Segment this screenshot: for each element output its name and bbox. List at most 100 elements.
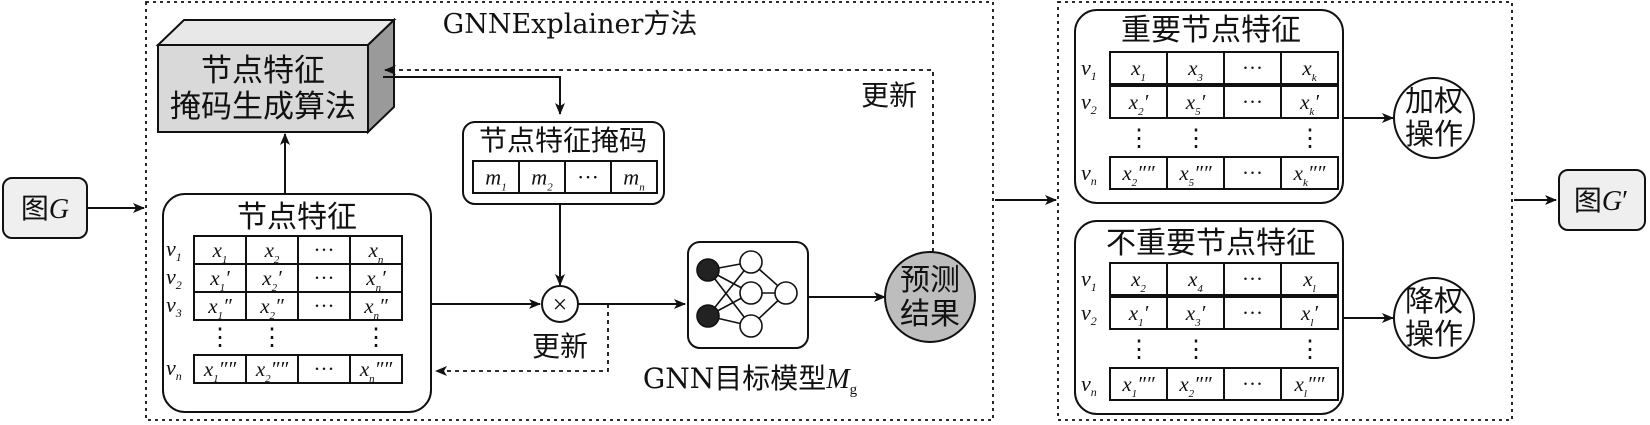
vertical-ellipsis: ⋮ — [1127, 126, 1151, 152]
cell-symbol: x1″″ — [203, 357, 237, 385]
important-row-cell — [1166, 85, 1225, 119]
cell-symbol: x2 — [264, 238, 280, 266]
mask-generator-box: 节点特征 掩码生成算法 — [155, 17, 397, 135]
unimportant-row-cell — [1166, 296, 1225, 330]
feature-mask-title: 节点特征掩码 — [479, 124, 647, 157]
feature-row-cell — [193, 291, 247, 321]
ellipsis-cell-text: ··· — [314, 238, 335, 262]
vertical-ellipsis: ⋮ — [260, 325, 284, 351]
important-row-cell — [1280, 51, 1339, 85]
important-row-cell — [1223, 51, 1282, 85]
feature-row-cell — [297, 354, 351, 384]
ellipsis-cell-text: ··· — [314, 294, 335, 318]
cell-symbol: x2″ — [259, 294, 284, 322]
node-label: v1 — [1081, 266, 1097, 294]
arrow-generator-to-mask — [383, 76, 565, 115]
generator-label-line2: 掩码生成算法 — [170, 89, 356, 125]
feature-row-cell — [349, 263, 403, 293]
cell-symbol: x2″″ — [1121, 161, 1155, 189]
unimportant-features-title: 不重要节点特征 — [1106, 226, 1316, 261]
unimportant-row-cell — [1109, 296, 1168, 330]
dashed-update-to-generator — [384, 65, 934, 252]
cell-symbol: x2′ — [1128, 90, 1149, 118]
mask-row-cell — [610, 160, 658, 194]
downweighting-op-line2: 操作 — [1405, 317, 1463, 351]
important-row-cell — [1280, 85, 1339, 119]
node-label: vn — [1081, 160, 1097, 188]
cell-symbol: xn″″ — [359, 357, 393, 385]
update-label-top: 更新 — [861, 79, 917, 112]
unimportant-row-cell — [1280, 296, 1339, 330]
feature-row-cell — [245, 354, 299, 384]
cell-symbol: xk′ — [1299, 90, 1319, 118]
ellipsis-cell-text: ··· — [314, 357, 335, 381]
weighting-op-line1: 加权 — [1405, 84, 1463, 118]
feature-row-cell — [297, 235, 351, 265]
unimportant-row-cell — [1109, 367, 1168, 401]
cell-symbol: x2″″ — [1178, 372, 1212, 400]
cell-symbol: xn — [368, 238, 384, 266]
ellipsis-cell-text: ··· — [1242, 301, 1263, 325]
output-graph-box — [1558, 169, 1646, 231]
downweighting-op-line1: 降权 — [1405, 284, 1463, 318]
prediction-node — [884, 251, 976, 343]
important-row-cell — [1223, 85, 1282, 119]
cell-symbol: x1 — [212, 238, 228, 266]
unimportant-row-cell — [1223, 367, 1282, 401]
feature-row-cell — [349, 291, 403, 321]
neural-network-icon — [696, 250, 798, 338]
unimportant-row-cell — [1109, 262, 1168, 296]
unimportant-row-cell — [1166, 367, 1225, 401]
important-row-cell — [1109, 85, 1168, 119]
cell-symbol: xn′ — [365, 266, 386, 294]
weighting-op-node — [1393, 77, 1475, 159]
generator-label-line1: 节点特征 — [201, 53, 325, 89]
ellipsis-cell-text: ··· — [1242, 161, 1263, 185]
vertical-ellipsis: ⋮ — [364, 325, 388, 351]
feature-row-cell — [349, 235, 403, 265]
feature-row-cell — [245, 291, 299, 321]
cell-symbol: x3 — [1187, 56, 1203, 84]
vertical-ellipsis: ⋮ — [1184, 126, 1208, 152]
vertical-ellipsis: ⋮ — [208, 325, 232, 351]
node-label: vn — [1081, 371, 1097, 399]
ellipsis-cell-text: ··· — [1242, 56, 1263, 80]
vertical-ellipsis: ⋮ — [1298, 337, 1322, 363]
node-label: v1 — [166, 236, 182, 264]
cell-symbol: xl″″ — [1294, 372, 1325, 400]
vertical-ellipsis: ⋮ — [1127, 337, 1151, 363]
important-row-cell — [1109, 51, 1168, 85]
cell-symbol: x4 — [1187, 267, 1203, 295]
gnnexplainer-frame — [145, 1, 994, 421]
prediction-label-line1: 预测 — [900, 263, 960, 298]
node-label: vn — [166, 355, 182, 383]
method-title: GNNExplainer方法 — [443, 9, 698, 40]
cell-symbol: x1″″ — [1121, 372, 1155, 400]
important-features-title: 重要节点特征 — [1121, 13, 1301, 48]
cell-symbol: x2′ — [261, 266, 282, 294]
vertical-ellipsis: ⋮ — [1298, 126, 1322, 152]
cell-symbol: m2 — [531, 164, 553, 193]
feature-row-cell — [193, 354, 247, 384]
important-row-cell — [1109, 156, 1168, 190]
node-label: v1 — [1081, 55, 1097, 83]
cell-symbol: xl — [1302, 267, 1315, 295]
cell-symbol: x5″″ — [1178, 161, 1212, 189]
node-features-title: 节点特征 — [237, 200, 357, 235]
dashed-update-to-features — [435, 304, 609, 376]
important-row-cell — [1166, 156, 1225, 190]
ellipsis-cell-text: ··· — [1242, 90, 1263, 114]
output-graph-label: 图G′ — [1574, 184, 1628, 217]
unimportant-row-cell — [1280, 262, 1339, 296]
ellipsis-cell-text: ··· — [314, 266, 335, 290]
cell-symbol: xk″″ — [1293, 161, 1326, 189]
node-label: v2 — [166, 264, 182, 292]
downweighting-op-node — [1393, 277, 1475, 359]
node-label: v2 — [1081, 89, 1097, 117]
cell-symbol: m1 — [485, 164, 506, 193]
ellipsis-cell-text: ··· — [1242, 372, 1263, 396]
